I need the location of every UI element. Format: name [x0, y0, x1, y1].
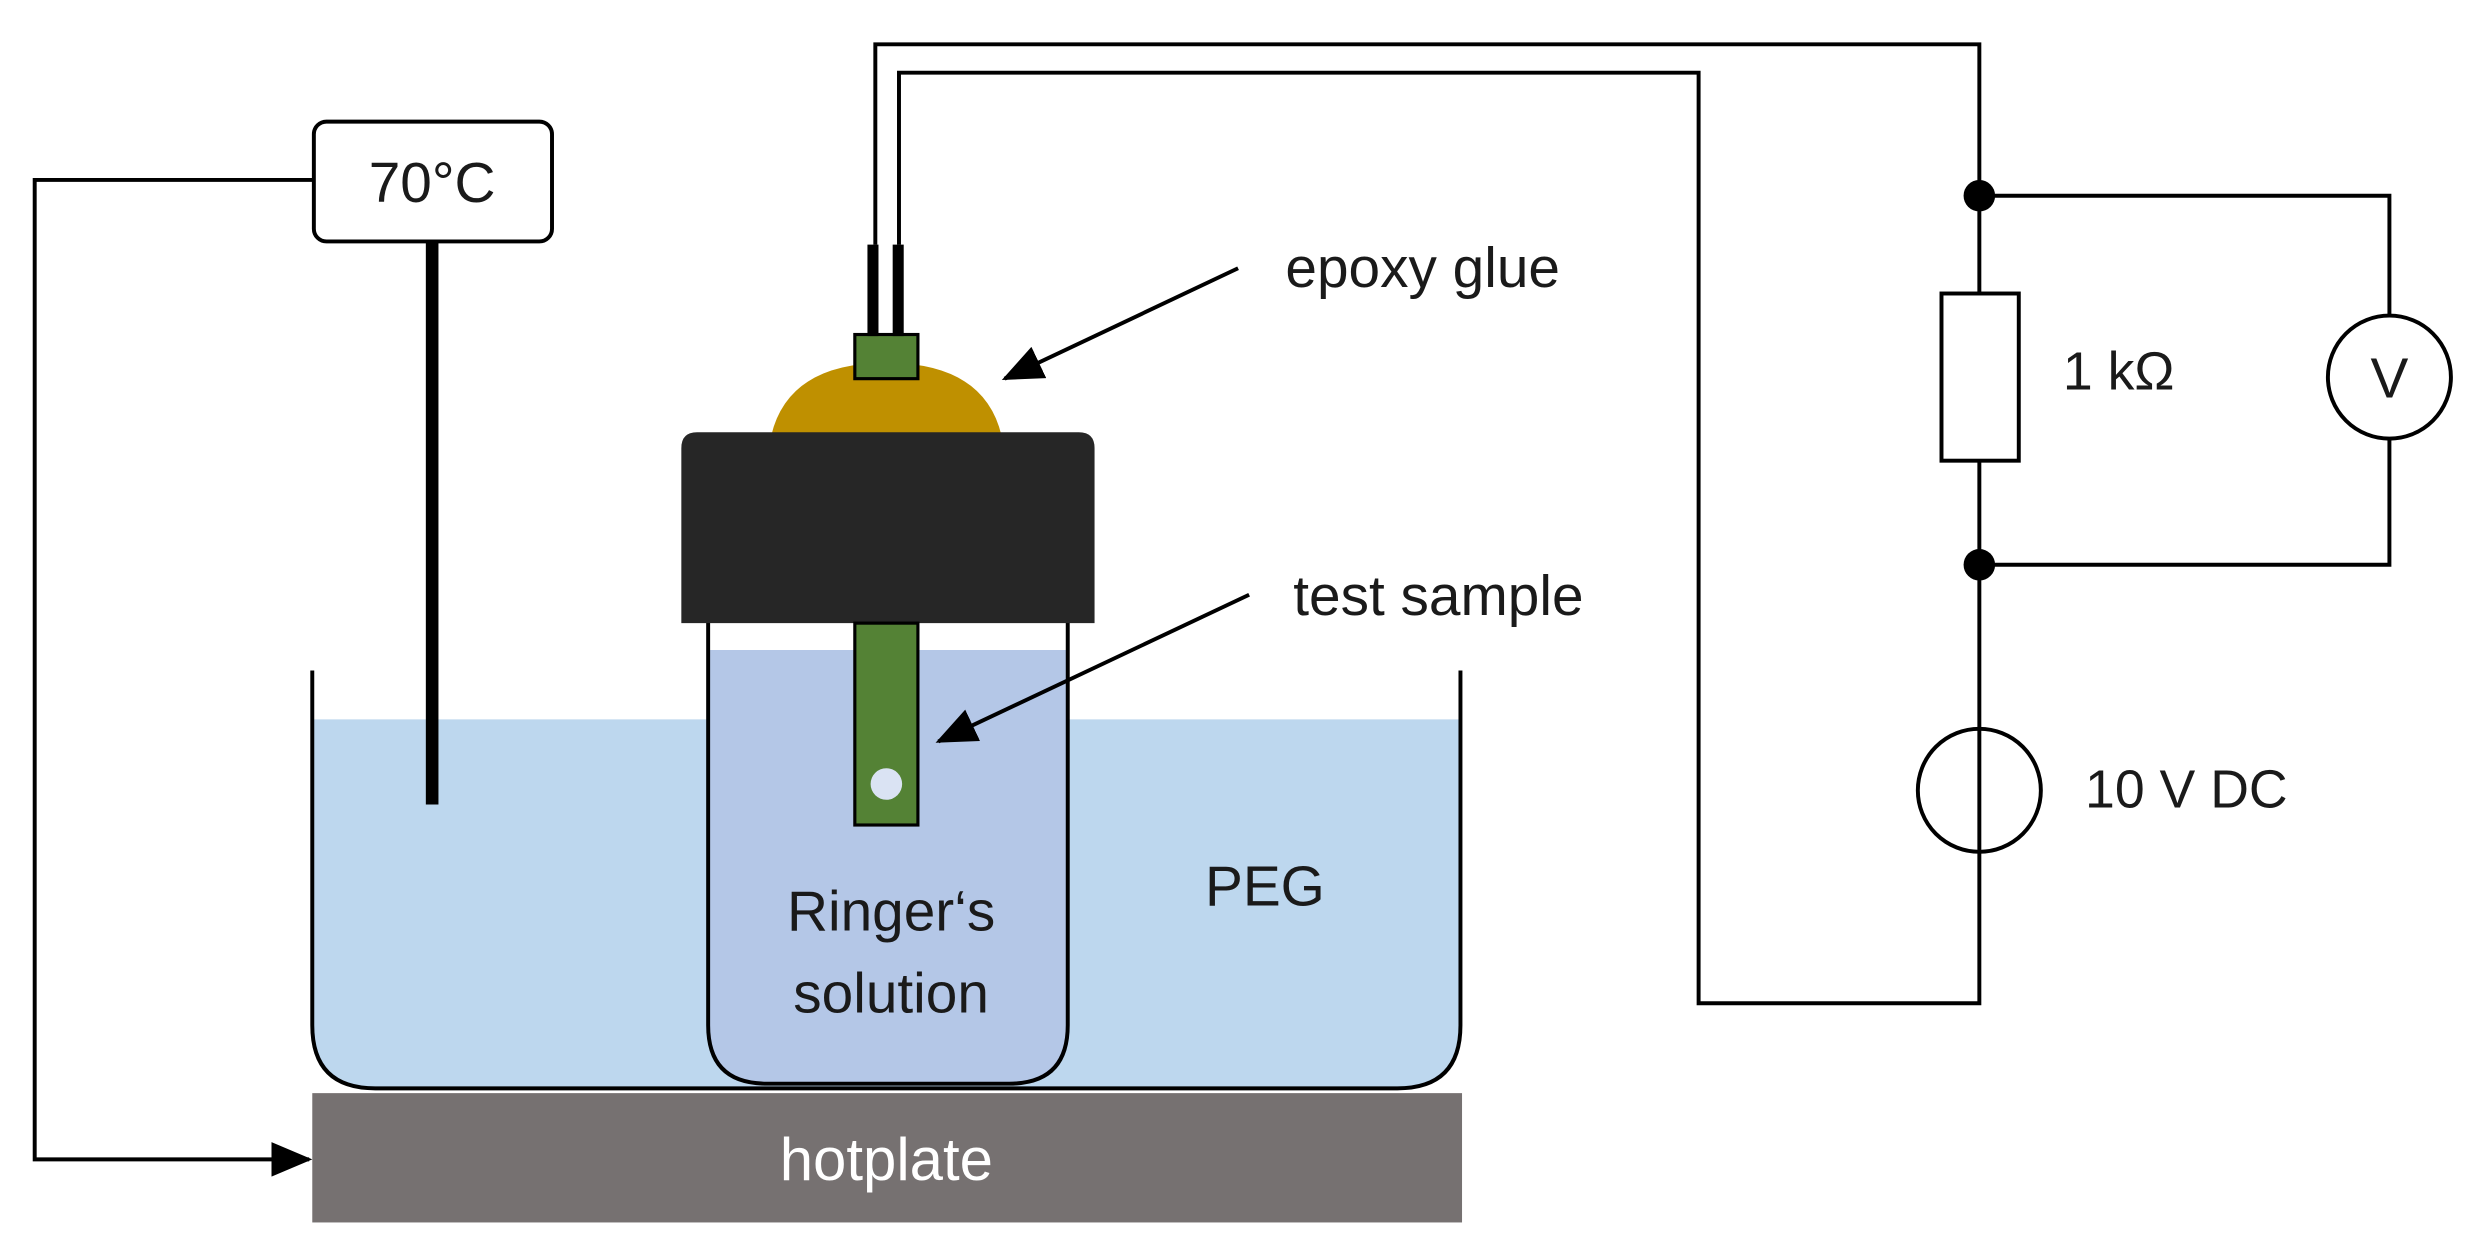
sample-electrode: [870, 768, 903, 800]
temperature-label: 70°C: [369, 152, 496, 215]
test-sample-top: [853, 332, 920, 381]
ringer-vessel-outline: [706, 615, 1070, 1086]
feedback-line: [32, 177, 314, 1177]
junction-top: [1963, 179, 1996, 212]
dc-source-label: 10 V DC: [2085, 760, 2288, 820]
voltmeter: [2325, 313, 2453, 441]
resistor-label: 1 kΩ: [2063, 342, 2175, 402]
sample-wire-right: [892, 244, 904, 337]
hotplate-label: hotplate: [780, 1126, 993, 1193]
temperature-probe: [425, 241, 439, 805]
epoxy-label: epoxy glue: [1285, 237, 1560, 300]
voltmeter-label: V: [2370, 348, 2408, 411]
sample-wire-left: [867, 244, 879, 337]
junction-bottom: [1963, 549, 1996, 581]
test-sample-label: test sample: [1293, 565, 1583, 628]
epoxy-arrow: [1001, 266, 1239, 381]
ringer-label-line2: solution: [793, 963, 989, 1026]
epoxy-glue: [771, 362, 1002, 436]
vessel-lid: [681, 432, 1095, 624]
circuit-wires: [873, 42, 2392, 1006]
peg-label: PEG: [1205, 855, 1325, 918]
hotplate: [312, 1093, 1463, 1223]
peg-bath-outline: [310, 670, 1463, 1091]
sample-arrow: [935, 592, 1250, 744]
ringer-solution: [708, 649, 1068, 1084]
resistor: [1939, 291, 2021, 463]
ringer-label-line1: Ringer‘s: [787, 881, 995, 944]
